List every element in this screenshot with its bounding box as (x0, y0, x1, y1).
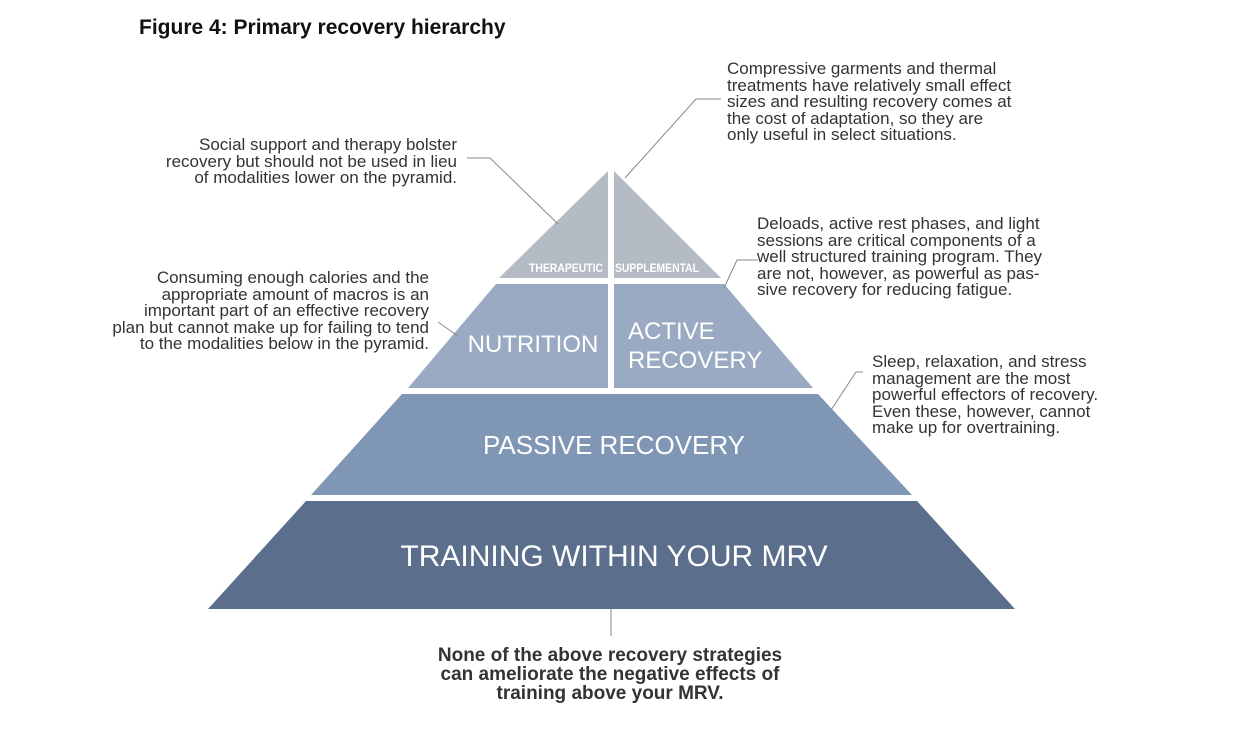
note-line: well structured training program. They (757, 247, 1043, 266)
calories-leader-line (437, 321, 459, 337)
social-support-leader-line (467, 157, 559, 225)
training-label: TRAINING WITHIN YOUR MRV (400, 540, 827, 573)
sleep-leader-line (830, 371, 863, 411)
deloads-leader-line (723, 259, 758, 289)
note-line: the cost of adaptation, so they are (727, 108, 984, 128)
sleep-note: Sleep, relaxation, and stress management… (872, 352, 1099, 437)
note-line: important part of an effective recovery (143, 301, 429, 320)
note-line: plan but cannot make up for failing to t… (112, 317, 429, 337)
note-line: sizes and resulting recovery comes at (727, 92, 1012, 111)
note-line: Consuming enough calories and the (156, 268, 429, 287)
note-line: None of the above recovery strategies (437, 645, 783, 666)
bottom-note: None of the above recovery strategies ca… (360, 646, 860, 703)
compressive-note: Compressive garments and thermal treatme… (727, 59, 1012, 144)
note-line: are not, however, as powerful as pas- (757, 263, 1040, 283)
therapeutic-label: THERAPEUTIC (529, 261, 603, 275)
note-line: treatments have relatively small effect (727, 75, 1012, 95)
active-recovery-label-line2: RECOVERY (628, 347, 762, 374)
training-tier (208, 501, 1015, 609)
compressive-leader-line (624, 98, 721, 179)
nutrition-label: NUTRITION (468, 331, 599, 358)
passive-recovery-tier (311, 394, 912, 495)
note-line: can ameliorate the negative effects of (440, 664, 780, 685)
calories-note: Consuming enough calories and the approp… (112, 268, 429, 353)
social-support-note: Social support and therapy bolster recov… (165, 135, 457, 187)
active-recovery-tier (614, 284, 813, 388)
note-line: training above your MRV. (496, 683, 724, 704)
nutrition-tier (408, 284, 608, 388)
deloads-note: Deloads, active rest phases, and light s… (757, 214, 1043, 299)
note-line: to the modalities below in the pyramid. (139, 334, 429, 353)
note-line: Deloads, active rest phases, and light (757, 214, 1040, 233)
note-line: Compressive garments and thermal (727, 59, 997, 78)
note-line: make up for overtraining. (872, 418, 1061, 437)
note-line: powerful effectors of recovery. (872, 385, 1099, 404)
note-line: management are the most (872, 368, 1071, 388)
figure-title: Figure 4: Primary recovery hierarchy (139, 16, 506, 39)
note-line: Sleep, relaxation, and stress (872, 352, 1087, 371)
note-line: of modalities lower on the pyramid. (194, 168, 457, 187)
active-recovery-label-line1: ACTIVE (628, 318, 715, 345)
passive-recovery-label: PASSIVE RECOVERY (483, 430, 745, 460)
note-line: Even these, however, cannot (872, 401, 1091, 421)
note-line: sive recovery for reducing fatigue. (757, 280, 1013, 299)
note-line: Social support and therapy bolster (199, 135, 457, 154)
note-line: appropriate amount of macros is an (161, 284, 429, 304)
note-line: recovery but should not be used in lieu (165, 151, 457, 171)
supplemental-tier (614, 171, 721, 278)
therapeutic-tier (499, 171, 608, 278)
note-line: only useful in select situations. (727, 125, 957, 144)
supplemental-label: SUPPLEMENTAL (615, 261, 699, 275)
note-line: sessions are critical components of a (757, 230, 1036, 250)
